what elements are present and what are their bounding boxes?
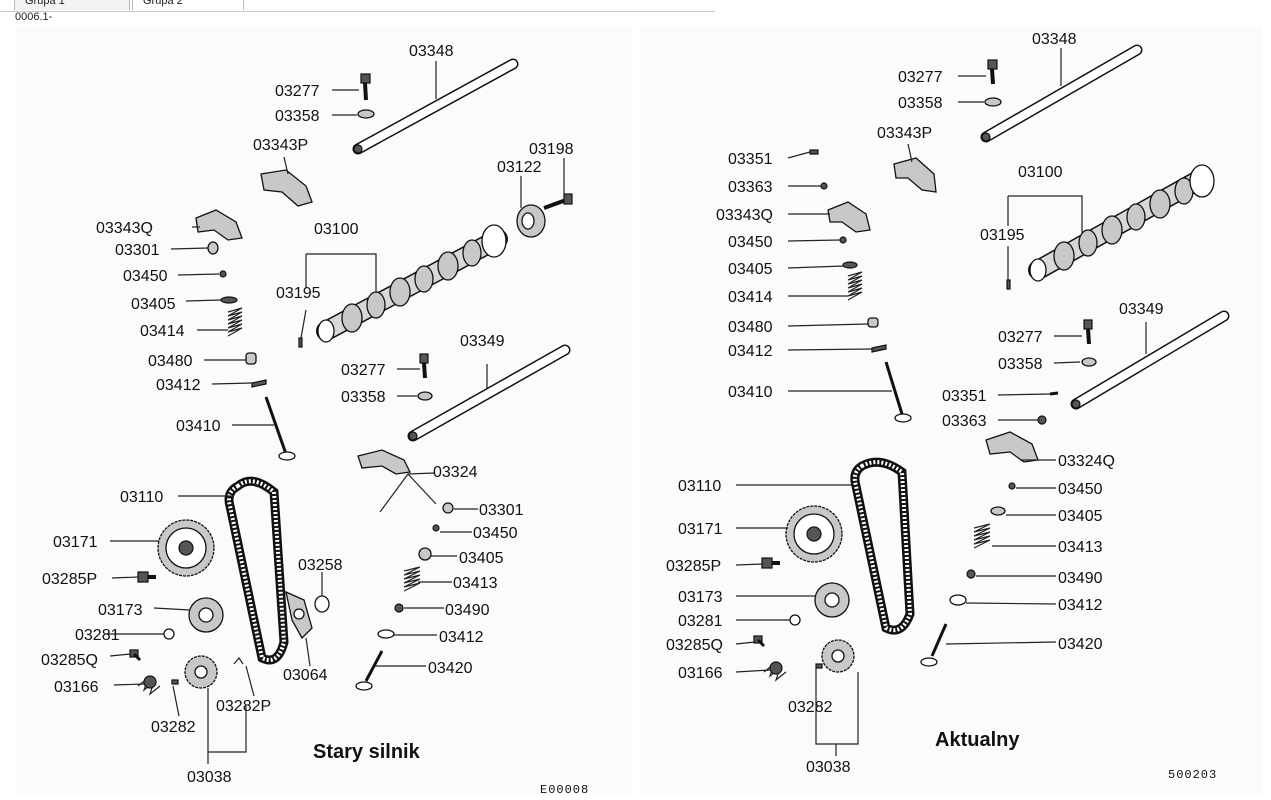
label-assembly: 03038	[187, 769, 232, 786]
label-spring-upper: 03414	[140, 323, 185, 340]
caption-current: Aktualny	[935, 729, 1020, 751]
label-seal-upper: 03412	[728, 343, 773, 360]
label-seal-lower: 03412	[1058, 597, 1103, 614]
label-bolt-q: 03285Q	[41, 652, 98, 669]
label-bolt-mid: 03277	[998, 329, 1043, 346]
label-bolt-q: 03285Q	[666, 637, 723, 654]
label-key-282: 03282	[151, 719, 196, 736]
label-seal-lower: 03412	[439, 629, 484, 646]
label-rocker-arm-q: 03343Q	[716, 207, 773, 224]
label-belt: 03110	[120, 489, 163, 506]
document-id: 0006.1-	[15, 11, 53, 23]
label-key-282: 03282	[788, 699, 833, 716]
part-labels: 03348 03277 03358 03343P 03351 03363 033…	[666, 31, 1164, 776]
label-retainer-lower: 03405	[1058, 508, 1103, 525]
label-pin: 03195	[276, 285, 321, 302]
label-sprocket: 03171	[53, 534, 98, 551]
label-rocker-shaft-mid: 03349	[460, 333, 505, 350]
label-washer-upper: 03358	[275, 108, 320, 125]
label-rocker-shaft-mid: 03349	[1119, 301, 1164, 318]
label-valve-lower: 03420	[428, 660, 473, 677]
label-spring-upper: 03414	[728, 289, 773, 306]
label-washer-upper: 03358	[898, 95, 943, 112]
label-washer-mid: 03358	[341, 389, 386, 406]
label-cotter-upper: 03450	[728, 234, 773, 251]
label-camshaft: 03100	[314, 221, 359, 238]
label-rocker-shaft-upper: 03348	[409, 43, 454, 60]
exploded-view-current: 03348 03277 03358 03343P 03351 03363 033…	[666, 31, 1230, 782]
label-rocker-arm-p: 03343P	[253, 137, 308, 154]
label-spring-lower: 03413	[1058, 539, 1103, 556]
label-bolt-mid: 03277	[341, 362, 386, 379]
label-seat-lower: 03490	[1058, 570, 1103, 587]
label-rocker-301-lower: 03301	[479, 502, 524, 519]
label-rocker-301-upper: 03301	[115, 242, 160, 259]
label-washer-281: 03281	[75, 627, 120, 644]
label-retainer-upper: 03405	[131, 296, 176, 313]
label-adjuster-bolt: 03198	[529, 141, 574, 158]
label-assembly: 03038	[806, 759, 851, 776]
part-drawings	[753, 44, 1230, 682]
label-seal-upper: 03412	[156, 377, 201, 394]
label-seat-lower: 03490	[445, 602, 490, 619]
label-belt: 03110	[678, 478, 721, 495]
label-tensioner: 03173	[98, 602, 143, 619]
part-labels: 03348 03277 03358 03343P 03198 03122 033…	[41, 43, 574, 786]
exploded-view-old-engine: 03348 03277 03358 03343P 03198 03122 033…	[41, 43, 589, 794]
label-rocker-324: 03324	[433, 464, 478, 481]
label-retainer-upper: 03405	[728, 261, 773, 278]
label-washer-281: 03281	[678, 613, 723, 630]
label-screw-351-upper: 03351	[728, 151, 773, 168]
label-valve-upper: 03410	[728, 384, 773, 401]
label-idler: 03258	[298, 557, 343, 574]
label-cotter-lower: 03450	[1058, 481, 1103, 498]
label-tensioner: 03173	[678, 589, 723, 606]
diagram-panel-current: 03348 03277 03358 03343P 03351 03363 033…	[640, 26, 1262, 794]
part-drawings	[129, 58, 573, 696]
label-sprocket: 03171	[678, 521, 723, 538]
diagram-panel-old-engine: 03348 03277 03358 03343P 03198 03122 033…	[16, 26, 632, 794]
diagram-code: 500203	[1168, 768, 1217, 782]
label-bolt-upper: 03277	[898, 69, 943, 86]
label-rocker-324q: 03324Q	[1058, 453, 1115, 470]
label-cotter-lower: 03450	[473, 525, 518, 542]
caption-old-engine: Stary silnik	[313, 741, 421, 763]
label-sprocket-bolt: 03285P	[666, 558, 721, 575]
label-pin: 03195	[980, 227, 1025, 244]
diagram-code: E00008	[540, 783, 589, 794]
tab-bar: Grupa 1 Grupa 2	[0, 0, 715, 12]
tab-group-1[interactable]: Grupa 1	[14, 0, 130, 10]
label-washer-mid: 03358	[998, 356, 1043, 373]
label-rocker-arm-q: 03343Q	[96, 220, 153, 237]
label-camshaft: 03100	[1018, 164, 1063, 181]
label-spring-lower: 03413	[453, 575, 498, 592]
label-bracket: 03064	[283, 667, 328, 684]
label-cotter-upper: 03450	[123, 268, 168, 285]
label-valve-lower: 03420	[1058, 636, 1103, 653]
leader-lines	[735, 48, 1147, 756]
label-valve-upper: 03410	[176, 418, 221, 435]
label-rocker-shaft-upper: 03348	[1032, 31, 1077, 48]
tab-group-2[interactable]: Grupa 2	[132, 0, 244, 10]
label-nut-363-lower: 03363	[942, 413, 987, 430]
label-bolt-upper: 03277	[275, 83, 320, 100]
leader-lines	[107, 61, 565, 764]
label-retainer-lower: 03405	[459, 550, 504, 567]
label-rocker-arm-p: 03343P	[877, 125, 932, 142]
label-seat-upper: 03480	[728, 319, 773, 336]
label-spring-166: 03166	[678, 665, 723, 682]
label-rocker-roller: 03122	[497, 159, 542, 176]
label-screw-351-lower: 03351	[942, 388, 987, 405]
label-seat-upper: 03480	[148, 353, 193, 370]
label-pin-282p: 03282P	[216, 698, 271, 715]
label-spring-166: 03166	[54, 679, 99, 696]
label-nut-363-upper: 03363	[728, 179, 773, 196]
label-sprocket-bolt: 03285P	[42, 571, 97, 588]
